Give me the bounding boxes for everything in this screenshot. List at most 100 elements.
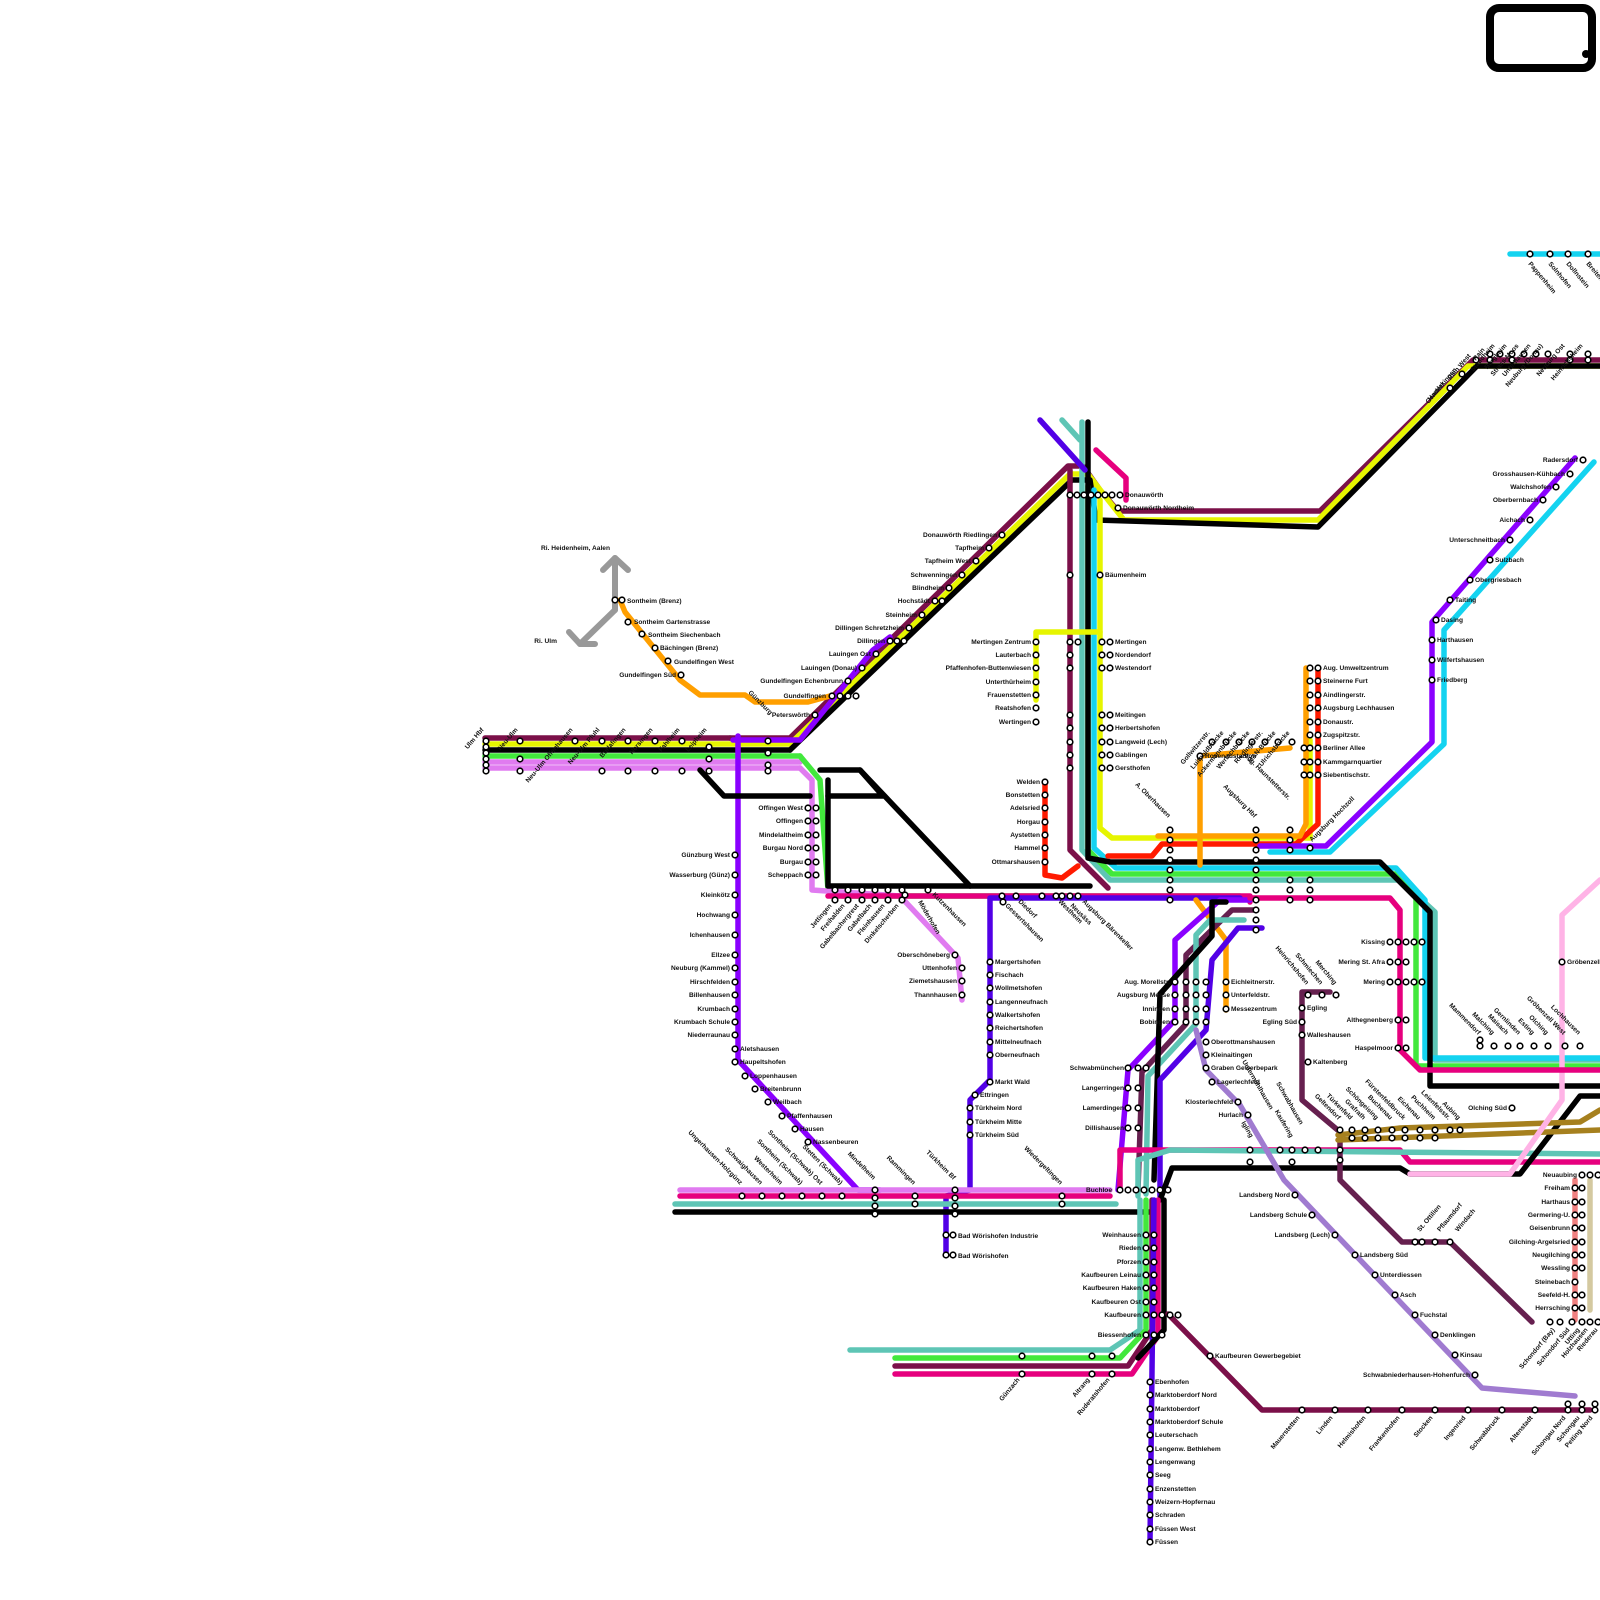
station-stop-mammendorf[interactable] bbox=[1476, 1042, 1484, 1050]
station-stop-hochstadt[interactable] bbox=[931, 597, 939, 605]
station-stop-burgau-nord[interactable] bbox=[804, 844, 812, 852]
station-stop-ulrichsbruecke[interactable] bbox=[1288, 738, 1296, 746]
station-stop-ulm-hbf[interactable] bbox=[482, 737, 490, 745]
station-stop-augsburg-hbf-9[interactable] bbox=[1252, 916, 1260, 924]
station-stop-haupeltshofen[interactable] bbox=[731, 1058, 739, 1066]
station-stop-aug-haunstetterstr[interactable] bbox=[1286, 826, 1294, 834]
station-stop-grafrath[interactable] bbox=[1361, 1126, 1369, 1134]
station-stop-gernlinden[interactable] bbox=[1516, 1042, 1524, 1050]
station-stop-haspelmoor-1[interactable] bbox=[1402, 1044, 1410, 1052]
station-stop-scheppach-1[interactable] bbox=[812, 871, 820, 879]
station-stop-buchenau-1[interactable] bbox=[1388, 1134, 1396, 1142]
station-stop-buchloe-2[interactable] bbox=[1132, 1186, 1140, 1194]
station-stop-a-oberhausen[interactable] bbox=[1166, 826, 1174, 834]
station-stop-sontheim-schwab[interactable] bbox=[798, 1192, 806, 1200]
station-stop-horgau[interactable] bbox=[1041, 818, 1049, 826]
station-stop-kaufbeuren-ost[interactable] bbox=[1142, 1298, 1150, 1306]
station-stop-kleinaitingen[interactable] bbox=[1202, 1051, 1210, 1059]
station-stop-inningen-3[interactable] bbox=[1202, 1005, 1210, 1013]
station-stop-schoengeising[interactable] bbox=[1374, 1126, 1382, 1134]
station-stop-a-oberhausen-7[interactable] bbox=[1166, 896, 1174, 904]
station-stop-kammgarnquartier-1[interactable] bbox=[1306, 758, 1314, 766]
station-stop-ruderatshofen-1[interactable] bbox=[1108, 1370, 1116, 1378]
station-stop-mindelheim-2[interactable] bbox=[871, 1202, 879, 1210]
station-stop-altenstadt[interactable] bbox=[1531, 1406, 1539, 1414]
station-stop-jettingen[interactable] bbox=[831, 886, 839, 894]
station-stop-kaufbeuren-leinau[interactable] bbox=[1142, 1271, 1150, 1279]
station-stop-kaufbeuren-haken-1[interactable] bbox=[1150, 1284, 1158, 1292]
station-stop-schondorf-sud[interactable] bbox=[1568, 1318, 1576, 1326]
station-stop-buchloe-1[interactable] bbox=[1124, 1186, 1132, 1194]
station-stop-siebentischstr-1[interactable] bbox=[1306, 771, 1314, 779]
station-stop-augsburg-lechhausen-1[interactable] bbox=[1314, 704, 1322, 712]
station-stop-neuaubing-1[interactable] bbox=[1586, 1171, 1594, 1179]
station-stop-hochstadt-1[interactable] bbox=[938, 597, 946, 605]
station-stop-taiting[interactable] bbox=[1446, 596, 1454, 604]
station-stop-frauenstetten[interactable] bbox=[1032, 691, 1040, 699]
station-stop-hochwang[interactable] bbox=[731, 911, 739, 919]
station-stop-wiedergeltingen[interactable] bbox=[1058, 1192, 1066, 1200]
station-stop-weilbach[interactable] bbox=[764, 1098, 772, 1106]
station-stop-nassenbeuren[interactable] bbox=[804, 1138, 812, 1146]
station-stop-mering-st-afra-1[interactable] bbox=[1394, 958, 1402, 966]
station-stop-lamerdingen[interactable] bbox=[1124, 1104, 1132, 1112]
station-stop-margertshofen[interactable] bbox=[986, 958, 994, 966]
station-stop-langweid[interactable] bbox=[1098, 738, 1106, 746]
station-stop-walleshausen[interactable] bbox=[1298, 1031, 1306, 1039]
station-stop-augsburg-hochzoll-2[interactable] bbox=[1306, 886, 1314, 894]
station-stop-ziemetshausen[interactable] bbox=[958, 977, 966, 985]
station-stop-gunzburg-west[interactable] bbox=[731, 851, 739, 859]
station-stop-neusaess-1[interactable] bbox=[1066, 892, 1074, 900]
station-stop-adelsried[interactable] bbox=[1041, 804, 1049, 812]
station-stop-rain-1[interactable] bbox=[1486, 356, 1494, 364]
station-stop-kaufbeuren-gewerbegebiet[interactable] bbox=[1206, 1352, 1214, 1360]
station-stop-lamerdingen-1[interactable] bbox=[1134, 1104, 1142, 1112]
station-stop-augsburg-lechhausen[interactable] bbox=[1306, 704, 1314, 712]
station-stop-gundelfingen[interactable] bbox=[828, 692, 836, 700]
station-stop-frankenhofen[interactable] bbox=[1398, 1406, 1406, 1414]
station-stop-seefeld-1[interactable] bbox=[1578, 1291, 1586, 1299]
station-stop-turkheim-mitte[interactable] bbox=[966, 1118, 974, 1126]
station-stop-kissing[interactable] bbox=[1386, 938, 1394, 946]
station-stop-burlafingen-1[interactable] bbox=[624, 767, 632, 775]
station-stop-germering-1[interactable] bbox=[1578, 1211, 1586, 1219]
station-stop-mauerstetten[interactable] bbox=[1298, 1406, 1306, 1414]
station-stop-burlafingen[interactable] bbox=[624, 737, 632, 745]
station-stop-lengenw-bethlehem[interactable] bbox=[1146, 1445, 1154, 1453]
station-stop-puchheim[interactable] bbox=[1431, 1126, 1439, 1134]
station-stop-bad-woerishofen-industrie[interactable] bbox=[942, 1231, 950, 1239]
station-stop-egling[interactable] bbox=[1298, 1004, 1306, 1012]
station-stop-markt-wald[interactable] bbox=[986, 1078, 994, 1086]
station-stop-leipheim[interactable] bbox=[705, 743, 713, 751]
station-stop-ebenhofen[interactable] bbox=[1146, 1378, 1154, 1386]
station-stop-radersdorf[interactable] bbox=[1579, 456, 1587, 464]
station-stop-kutzenhausen[interactable] bbox=[924, 886, 932, 894]
station-stop-steinerne-furt[interactable] bbox=[1306, 677, 1314, 685]
station-stop-geisenbrunn[interactable] bbox=[1571, 1224, 1579, 1232]
station-stop-weizern[interactable] bbox=[1146, 1498, 1154, 1506]
station-stop-mindelheim-3[interactable] bbox=[871, 1210, 879, 1218]
station-stop-kammgarnquartier-2[interactable] bbox=[1314, 758, 1322, 766]
station-stop-gundelfingen-3[interactable] bbox=[852, 692, 860, 700]
station-stop-tapfheim[interactable] bbox=[985, 544, 993, 552]
station-stop-heinrichsheim[interactable] bbox=[1584, 350, 1592, 358]
station-stop-reatshofen[interactable] bbox=[1032, 704, 1040, 712]
station-stop-eichenau-1[interactable] bbox=[1416, 1134, 1424, 1142]
station-stop-donauwoerth-3[interactable] bbox=[1087, 491, 1095, 499]
station-stop-wollmetshofen[interactable] bbox=[986, 984, 994, 992]
station-stop-mertingen-3[interactable] bbox=[1074, 638, 1082, 646]
station-stop-westerheim[interactable] bbox=[778, 1192, 786, 1200]
station-stop-geltendorf-2[interactable] bbox=[1336, 1156, 1344, 1164]
station-stop-niederraunau[interactable] bbox=[731, 1031, 739, 1039]
station-stop-oberottmarshausen[interactable] bbox=[1202, 1038, 1210, 1046]
station-stop-turkheim-bf-3[interactable] bbox=[951, 1210, 959, 1218]
station-stop-schondorf-bay[interactable] bbox=[1556, 1318, 1564, 1326]
station-stop-mindelaltheim-1[interactable] bbox=[812, 831, 820, 839]
station-stop-sontheim-siechenbach[interactable] bbox=[638, 630, 646, 638]
station-stop-fahlheim[interactable] bbox=[678, 737, 686, 745]
station-stop-buchloe-5[interactable] bbox=[1156, 1186, 1164, 1194]
station-stop-steinheim[interactable] bbox=[918, 611, 926, 619]
station-stop-geltendorf-1[interactable] bbox=[1336, 1146, 1344, 1154]
station-stop-neugilching-1[interactable] bbox=[1578, 1251, 1586, 1259]
station-stop-kaufbeuren-2[interactable] bbox=[1158, 1311, 1166, 1319]
